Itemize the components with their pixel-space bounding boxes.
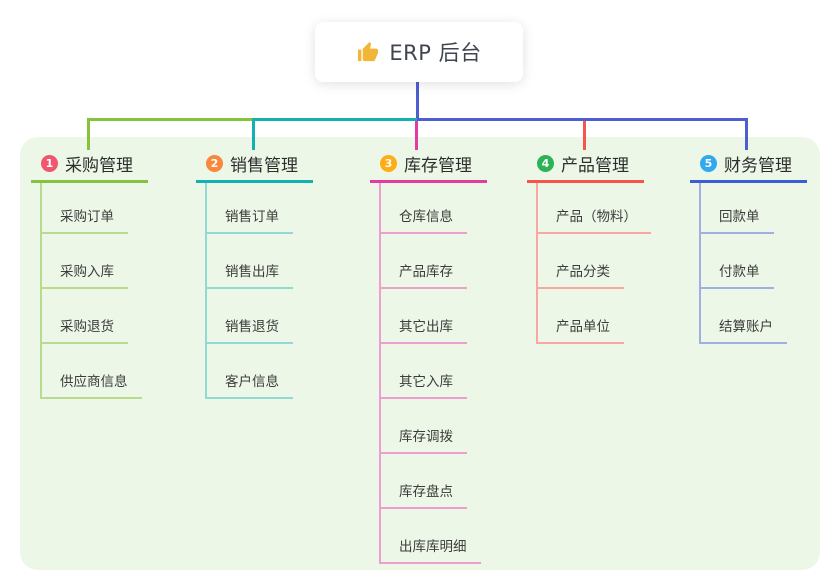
branch-label: 产品管理	[561, 156, 629, 176]
branch-label: 财务管理	[724, 156, 792, 176]
branch-header-sales[interactable]: 2 销售管理	[196, 148, 313, 183]
child-node[interactable]: 产品库存	[381, 265, 467, 289]
branch-header-product[interactable]: 4 产品管理	[527, 148, 644, 183]
child-node[interactable]: 其它出库	[381, 320, 467, 344]
connector-drop-branch3	[415, 121, 418, 150]
child-node[interactable]: 采购订单	[42, 210, 128, 234]
branch-finance: 5 财务管理 回款单 付款单 结算账户	[690, 148, 807, 344]
branch-children: 采购订单 采购入库 采购退货 供应商信息	[40, 183, 148, 399]
branch-number-badge: 3	[380, 155, 397, 172]
child-node[interactable]: 销售订单	[207, 210, 293, 234]
connector-drop-branch2	[252, 118, 255, 150]
connector-drop-branch5	[745, 118, 748, 150]
branch-number-badge: 5	[700, 155, 717, 172]
connector-bus-mid	[252, 118, 420, 121]
branch-purchase: 1 采购管理 采购订单 采购入库 采购退货 供应商信息	[31, 148, 148, 399]
child-node[interactable]: 其它入库	[381, 375, 467, 399]
child-node[interactable]: 产品分类	[538, 265, 624, 289]
branch-header-inventory[interactable]: 3 库存管理	[370, 148, 487, 183]
root-title: ERP 后台	[389, 41, 482, 65]
child-node[interactable]: 仓库信息	[381, 210, 467, 234]
child-node[interactable]: 销售出库	[207, 265, 293, 289]
connector-drop-branch1	[87, 118, 90, 150]
branch-number-badge: 4	[537, 155, 554, 172]
branch-inventory: 3 库存管理 仓库信息 产品库存 其它出库 其它入库 库存调拨 库存盘点 出库库…	[370, 148, 487, 564]
child-node[interactable]: 产品单位	[538, 320, 624, 344]
branch-number-badge: 1	[41, 155, 58, 172]
branch-children: 产品（物料） 产品分类 产品单位	[536, 183, 651, 344]
branch-children: 回款单 付款单 结算账户	[699, 183, 807, 344]
branch-header-purchase[interactable]: 1 采购管理	[31, 148, 148, 183]
connector-drop-branch4	[583, 121, 586, 150]
child-node[interactable]: 采购退货	[42, 320, 128, 344]
child-node[interactable]: 回款单	[701, 210, 774, 234]
child-node[interactable]: 结算账户	[701, 320, 787, 344]
branch-label: 采购管理	[65, 156, 133, 176]
branch-product: 4 产品管理 产品（物料） 产品分类 产品单位	[527, 148, 651, 344]
root-node[interactable]: ERP 后台	[315, 22, 523, 82]
branch-sales: 2 销售管理 销售订单 销售出库 销售退货 客户信息	[196, 148, 313, 399]
branch-number-badge: 2	[206, 155, 223, 172]
mindmap-background-panel	[20, 137, 820, 570]
child-node[interactable]: 产品（物料）	[538, 210, 651, 234]
child-node[interactable]: 客户信息	[207, 375, 293, 399]
branch-header-finance[interactable]: 5 财务管理	[690, 148, 807, 183]
child-node[interactable]: 库存盘点	[381, 485, 467, 509]
child-node[interactable]: 付款单	[701, 265, 774, 289]
child-node[interactable]: 出库库明细	[381, 540, 481, 564]
connector-bus-right	[417, 118, 748, 121]
branch-label: 销售管理	[230, 156, 298, 176]
child-node[interactable]: 销售退货	[207, 320, 293, 344]
thumbs-up-icon	[358, 41, 379, 61]
branch-children: 仓库信息 产品库存 其它出库 其它入库 库存调拨 库存盘点 出库库明细	[379, 183, 487, 564]
branch-label: 库存管理	[404, 156, 472, 176]
child-node[interactable]: 采购入库	[42, 265, 128, 289]
connector-bus-left	[87, 118, 255, 121]
child-node[interactable]: 供应商信息	[42, 375, 142, 399]
branch-children: 销售订单 销售出库 销售退货 客户信息	[205, 183, 313, 399]
connector-root-drop	[416, 82, 419, 121]
child-node[interactable]: 库存调拨	[381, 430, 467, 454]
